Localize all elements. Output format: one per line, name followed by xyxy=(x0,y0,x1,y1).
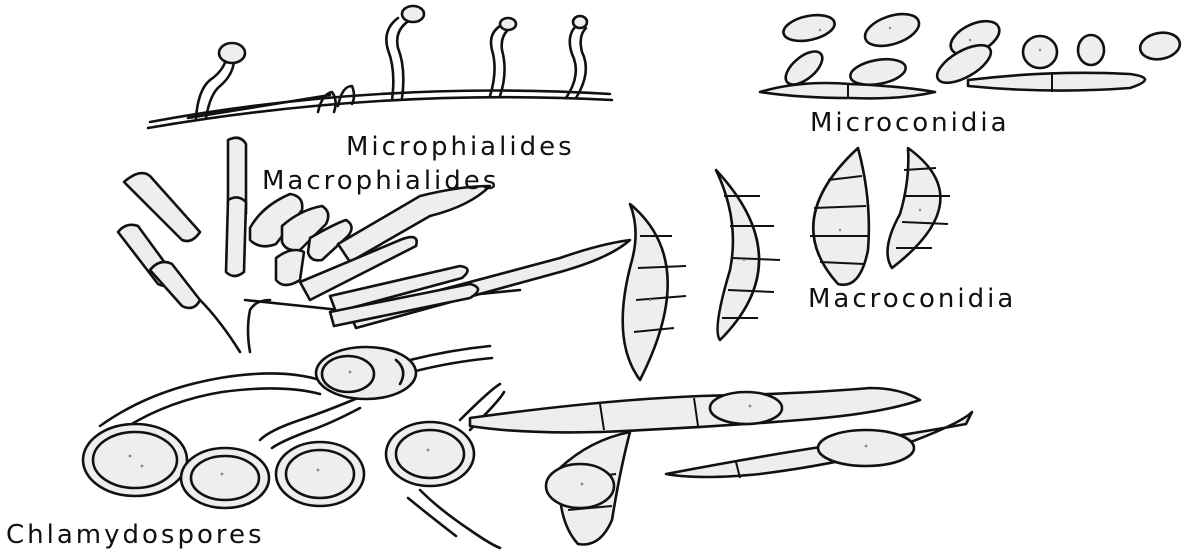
chlamydospores-label: Chlamydospores xyxy=(6,520,265,550)
macrophialides-label: Macrophialides xyxy=(262,166,499,196)
microphialides-label: Microphialides xyxy=(346,132,575,162)
macroconidia-label: Macroconidia xyxy=(808,284,1016,314)
macroconidia-drawing xyxy=(623,148,950,380)
chlamydospores-drawing xyxy=(83,346,972,548)
microconidia-label: Microconidia xyxy=(810,108,1010,138)
microphialides-drawing xyxy=(148,6,612,128)
microconidia-drawing xyxy=(760,8,1182,98)
